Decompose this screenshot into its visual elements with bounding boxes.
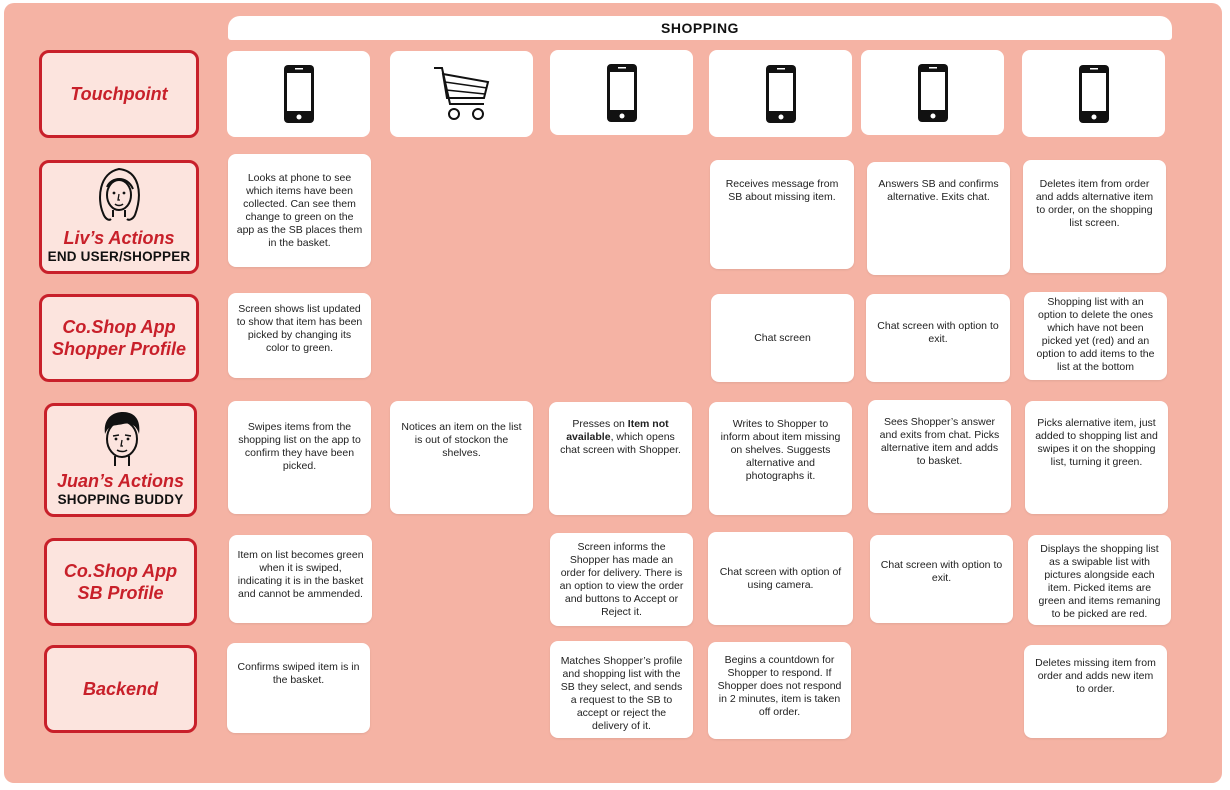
shopping-cart-icon [433,67,489,120]
card-liv-step-4: Receives message from SB about missing i… [710,160,854,269]
card-shopper-app-step-1: Screen shows list updated to show that i… [228,293,371,378]
touchpoint-cell-1 [227,51,370,137]
row-label-juan-actions: Juan’s Actions SHOPPING BUDDY [44,403,197,517]
phone-icon [765,64,796,123]
man-avatar-icon [104,412,139,466]
card-juan-step-5: Sees Shopper’s answer and exits from cha… [868,400,1011,513]
card-juan-step-3: Presses on Item not available, which ope… [549,402,692,515]
phone-icon [917,63,948,122]
card-shopper-app-step-6: Shopping list with an option to delete t… [1024,292,1167,380]
card-sb-app-step-1: Item on list becomes green when it is sw… [229,535,372,623]
row-title-line2: Shopper Profile [51,339,186,359]
card-backend-step-6: Deletes missing item from order and adds… [1024,645,1167,738]
card-text-post: , which opens chat screen with Shopper. [560,431,681,456]
item-not-available-text: Item not available [566,418,669,443]
row-title: Juan’s Actions [56,471,185,491]
card-backend-step-4: Begins a countdown for Shopper to respon… [708,642,851,739]
card-shopper-app-step-5: Chat screen with option to exit. [866,294,1010,382]
woman-avatar-icon [99,167,140,221]
card-liv-step-5: Answers SB and confirms alternative. Exi… [867,162,1010,275]
row-label-touchpoint: Touchpoint [39,50,199,138]
card-juan-step-2: Notices an item on the list is out of st… [390,401,533,514]
row-title-line1: Co.Shop App [62,317,176,337]
row-title: Touchpoint [70,84,168,104]
touchpoint-cell-3 [550,50,693,135]
row-subtitle: SHOPPING BUDDY [57,492,184,507]
phone-icon [283,65,314,123]
card-liv-step-1: Looks at phone to see which items have b… [228,154,371,267]
row-label-backend: Backend [44,645,197,733]
card-backend-step-1: Confirms swiped item is in the basket. [227,643,370,733]
card-text-pre: Presses on [572,418,628,430]
card-text: Chat screen with option of using camera. [719,565,842,591]
card-liv-step-6: Deletes item from order and adds alterna… [1023,160,1166,273]
phone-icon [606,63,637,122]
touchpoint-cell-4 [709,50,852,137]
row-title: Liv’s Actions [63,228,175,248]
card-sb-app-step-6: Displays the shopping list as a swipable… [1028,535,1171,625]
card-text: Chat screen [754,331,811,344]
card-backend-step-3: Matches Shopper’s profile and shopping l… [550,641,693,738]
row-subtitle: END USER/SHOPPER [47,249,191,264]
touchpoint-cell-2 [390,51,533,137]
card-shopper-app-step-4: Chat screen [711,294,854,382]
row-title: Backend [82,679,159,699]
phase-title: SHOPPING [661,20,739,36]
row-title-line1: Co.Shop App [63,561,178,581]
phase-header: SHOPPING [228,16,1172,40]
row-label-shopper-app: Co.Shop App Shopper Profile [39,294,199,382]
touchpoint-cell-5 [861,50,1004,135]
card-sb-app-step-4: Chat screen with option of using camera. [708,532,853,625]
card-sb-app-step-3: Screen informs the Shopper has made an o… [550,533,693,626]
row-label-liv-actions: Liv’s Actions END USER/SHOPPER [39,160,199,274]
touchpoint-cell-6 [1022,50,1165,137]
card-juan-step-6: Picks alernative item, just added to sho… [1025,401,1168,514]
row-title-line2: SB Profile [77,583,164,603]
card-sb-app-step-5: Chat screen with option to exit. [870,535,1013,623]
phone-icon [1078,64,1109,123]
row-label-sb-app: Co.Shop App SB Profile [44,538,197,626]
card-juan-step-1: Swipes items from the shopping list on t… [228,401,371,514]
card-juan-step-4: Writes to Shopper to inform about item m… [709,402,852,515]
